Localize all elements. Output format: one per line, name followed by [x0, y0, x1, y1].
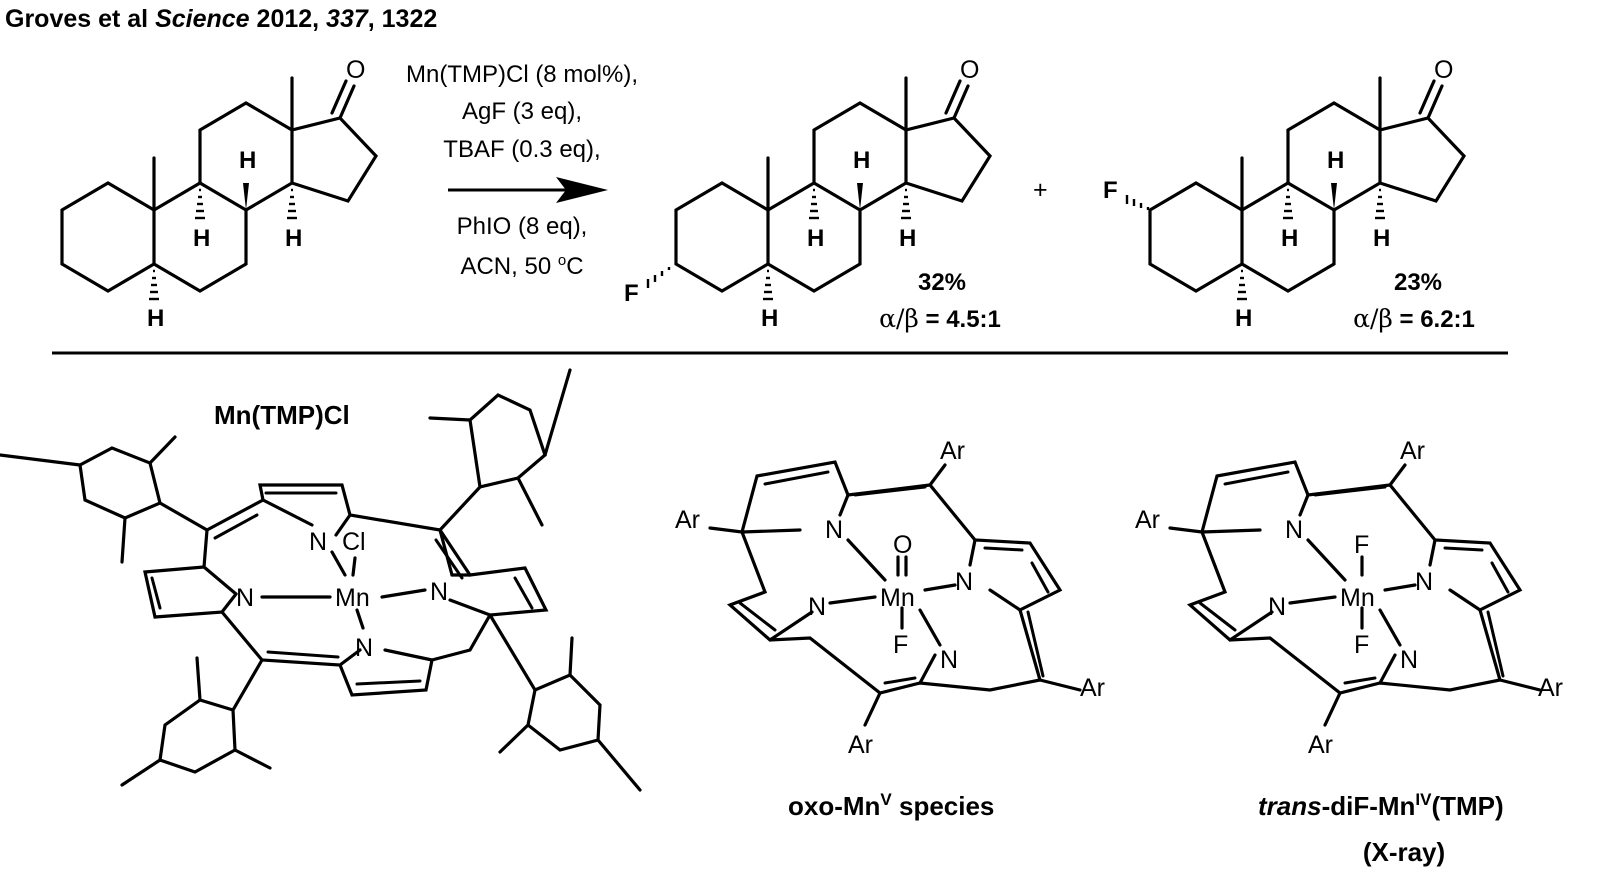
manganese-label: Mn: [335, 584, 370, 612]
nitrogen-label: N: [955, 568, 973, 596]
citation-authors: Groves et al: [5, 5, 155, 33]
ketone-oxygen-label: O: [960, 56, 979, 84]
ketone-oxygen-label: O: [1434, 56, 1453, 84]
citation-journal: Science: [155, 5, 250, 33]
aryl-label: Ar: [1135, 506, 1160, 534]
nitrogen-label: N: [940, 646, 958, 674]
h9-label: H: [193, 225, 210, 252]
product2-yield: 23%: [1394, 269, 1442, 296]
condition-tbaf: TBAF (0.3 eq),: [443, 136, 600, 163]
xray-caption: (X-ray): [1363, 837, 1445, 867]
citation-header: Groves et al Science 2012, 337, 1322: [5, 5, 437, 33]
nitrogen-label: N: [1268, 593, 1286, 621]
aryl-label: Ar: [940, 437, 965, 465]
nitrogen-label: N: [236, 584, 254, 612]
aryl-label: Ar: [1400, 437, 1425, 465]
citation-pages: , 1322: [368, 5, 438, 33]
condition-solvent-temp: ACN, 50 oC: [460, 252, 583, 280]
product2-ratio: α/β = 6.2:1: [1353, 304, 1475, 333]
h9-label: H: [1281, 225, 1298, 252]
nitrogen-label: N: [825, 516, 843, 544]
condition-phio: PhIO (8 eq),: [457, 213, 588, 240]
oxygen-label: O: [893, 531, 912, 559]
h14-label: H: [899, 225, 916, 252]
condition-agf: AgF (3 eq),: [462, 98, 582, 125]
aryl-label: Ar: [675, 506, 700, 534]
h5-label: H: [761, 305, 778, 332]
h5-label: H: [147, 305, 164, 332]
h14-label: H: [1373, 225, 1390, 252]
reaction-arrow-head: [556, 177, 608, 203]
fluorine-label: F: [1103, 177, 1118, 204]
fluorine-label: F: [624, 280, 639, 307]
nitrogen-label: N: [430, 578, 448, 606]
difluoro-caption: trans-diF-MnIV(TMP): [1258, 790, 1504, 821]
manganese-label: Mn: [1340, 584, 1375, 612]
h8-label: H: [239, 147, 256, 174]
aryl-label: Ar: [1538, 674, 1563, 702]
oxo-mn-v-structure: N N N N Mn O F Ar Ar Ar Ar: [675, 437, 1105, 759]
chlorine-label: Cl: [342, 528, 366, 556]
nitrogen-label: N: [309, 528, 327, 556]
h14-label: H: [285, 225, 302, 252]
starting-steroid: O H H H H: [60, 56, 378, 332]
trans-dif-mn-iv-structure: N N N N Mn F F Ar Ar Ar Ar: [1135, 437, 1563, 759]
manganese-label: Mn: [880, 584, 915, 612]
nitrogen-label: N: [1400, 646, 1418, 674]
h9-label: H: [807, 225, 824, 252]
h8-label: H: [853, 147, 870, 174]
nitrogen-label: N: [1415, 568, 1433, 596]
citation-volume: 337: [326, 5, 369, 33]
catalyst-name-label: Mn(TMP)Cl: [214, 400, 350, 430]
reaction-conditions: Mn(TMP)Cl (8 mol%), AgF (3 eq), TBAF (0.…: [406, 61, 638, 280]
h8-label: H: [1327, 147, 1344, 174]
product-2-fluoro: F O H H H H 23% α/β = 6.2:1: [1103, 56, 1475, 333]
mn-tmp-cl-structure: N N N N Mn Cl: [0, 368, 642, 792]
plus-sign: +: [1033, 176, 1048, 204]
ketone-oxygen-label: O: [346, 56, 365, 84]
fluorine-label: F: [1354, 531, 1369, 559]
product1-yield: 32%: [918, 269, 966, 296]
citation-year: 2012,: [250, 5, 326, 33]
product-3-fluoro: F O H H H H 32% α/β = 4.5:1: [624, 56, 1001, 333]
aryl-label: Ar: [848, 731, 873, 759]
nitrogen-label: N: [355, 634, 373, 662]
oxo-species-caption: oxo-MnV species: [788, 790, 994, 821]
nitrogen-label: N: [808, 593, 826, 621]
aryl-label: Ar: [1080, 674, 1105, 702]
nitrogen-label: N: [1285, 516, 1303, 544]
fluorine-label: F: [893, 631, 908, 659]
product1-ratio: α/β = 4.5:1: [879, 304, 1001, 333]
fluorine-label: F: [1354, 631, 1369, 659]
condition-catalyst: Mn(TMP)Cl (8 mol%),: [406, 61, 638, 88]
aryl-label: Ar: [1308, 731, 1333, 759]
h5-label: H: [1235, 305, 1252, 332]
